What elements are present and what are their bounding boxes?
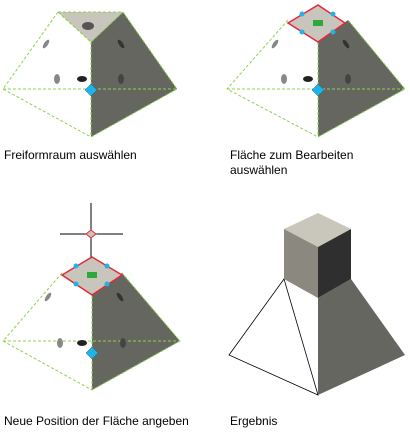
- face-grip-icon: [84, 83, 98, 97]
- step-3-panel: Neue Position der Fläche angeben: [0, 195, 215, 448]
- face-selected-illustration: [226, 4, 406, 138]
- step-4-caption: Ergebnis: [230, 414, 278, 428]
- step-1-panel: Freiformraum auswählen: [0, 0, 205, 170]
- face-move-illustration: [2, 203, 181, 391]
- step-3-caption: Neue Position der Fläche angeben: [4, 414, 189, 428]
- result-solid-illustration: [228, 213, 405, 396]
- step-1-caption: Freiformraum auswählen: [4, 148, 137, 162]
- freeform-solid-selected-illustration: [2, 11, 178, 138]
- step-2-panel: Fläche zum Bearbeiten auswählen: [226, 0, 410, 180]
- step-2-caption: Fläche zum Bearbeiten auswählen: [230, 148, 354, 177]
- step-4-panel: Ergebnis: [226, 195, 410, 448]
- face-center-grip-icon: [313, 20, 323, 26]
- crosshair-cursor-icon: [60, 203, 123, 259]
